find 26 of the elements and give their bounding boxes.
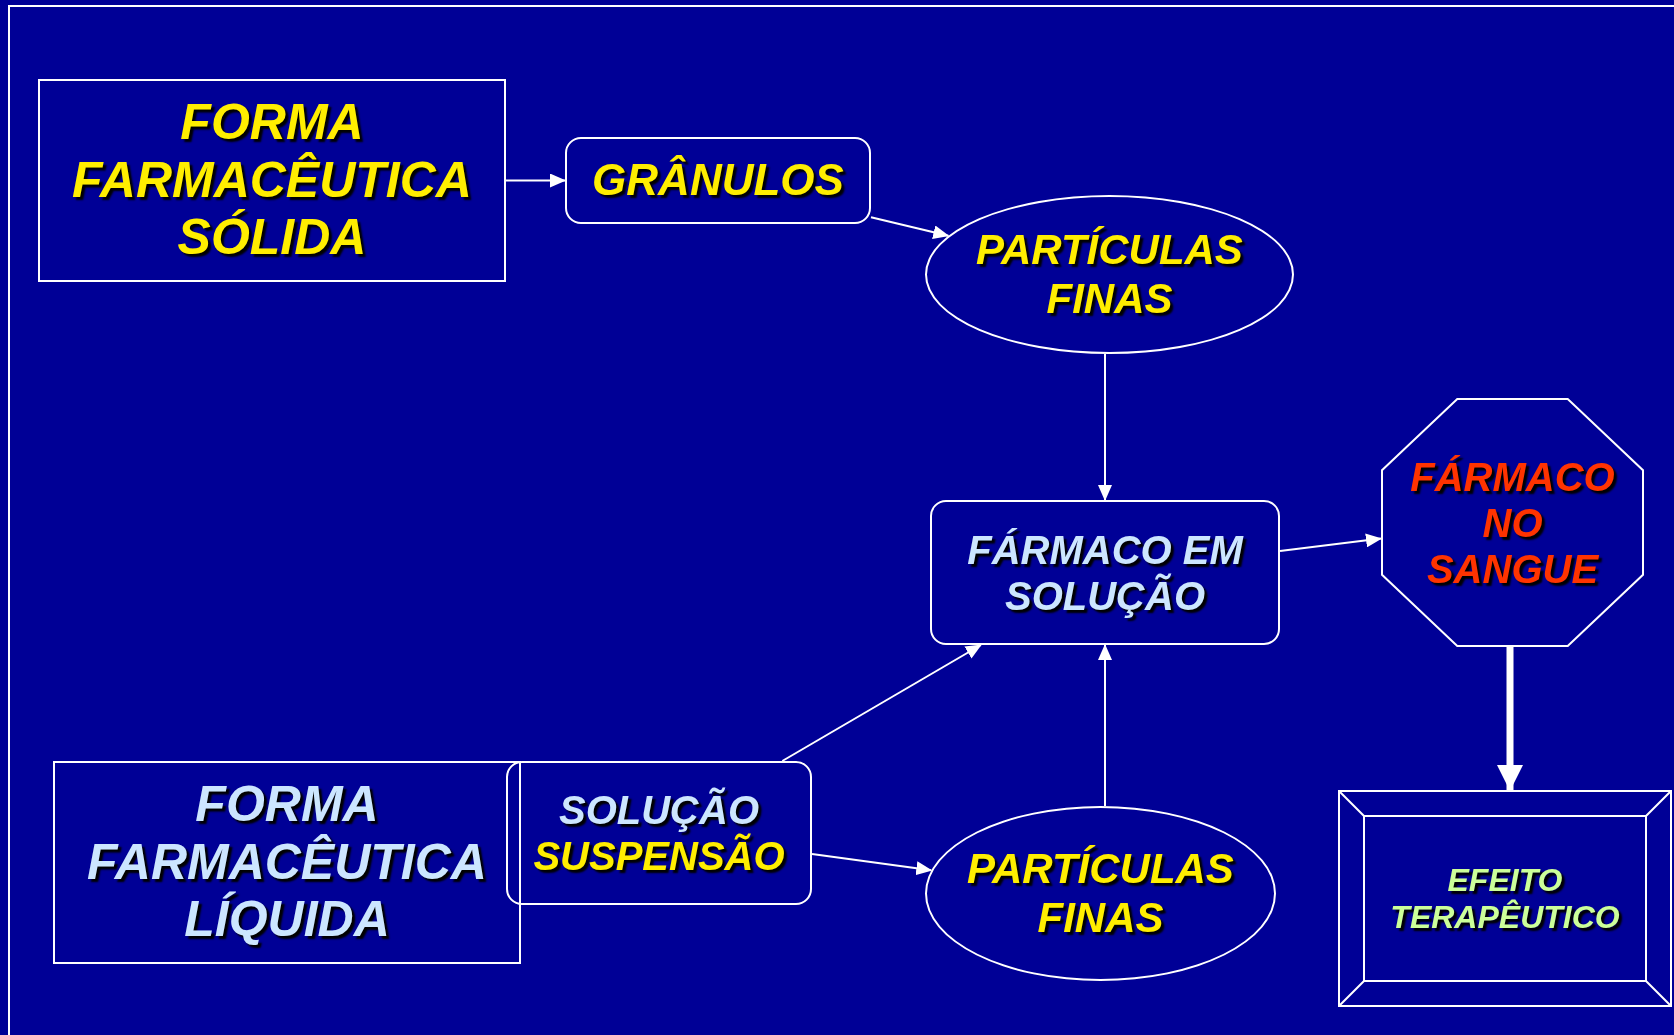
node-text: FÁRMACO NO SANGUE — [1409, 453, 1616, 592]
node-text: SUSPENSÃO — [533, 833, 785, 879]
process-box — [53, 761, 521, 964]
beveled-frame — [1338, 790, 1672, 1007]
arrow — [811, 853, 933, 876]
octagon-node — [1381, 398, 1644, 647]
node-text: PARTÍCULAS FINAS — [975, 226, 1244, 323]
process-box — [38, 79, 506, 282]
node-text: EFEITO TERAPÊUTICO — [1389, 861, 1621, 936]
arrow — [781, 644, 982, 762]
arrow — [1279, 533, 1382, 552]
rounded-box — [506, 761, 812, 905]
rounded-box — [565, 137, 871, 224]
node-text: FORMA FARMACÊUTICA SÓLIDA — [71, 94, 473, 267]
ellipse-node — [925, 806, 1276, 981]
arrow — [1098, 353, 1112, 501]
arrow — [870, 216, 950, 240]
node-text: SOLUÇÃO — [559, 787, 759, 833]
node-text: FÁRMACO EM SOLUÇÃO — [966, 526, 1245, 619]
node-text: PARTÍCULAS FINAS — [966, 845, 1235, 942]
node-text: GRÂNULOS — [592, 155, 844, 206]
arrow — [1098, 644, 1112, 807]
node-text: FORMA FARMACÊUTICA LÍQUIDA — [86, 776, 488, 949]
rounded-box — [930, 500, 1280, 645]
ellipse-node — [925, 195, 1294, 354]
arrow — [505, 173, 566, 188]
